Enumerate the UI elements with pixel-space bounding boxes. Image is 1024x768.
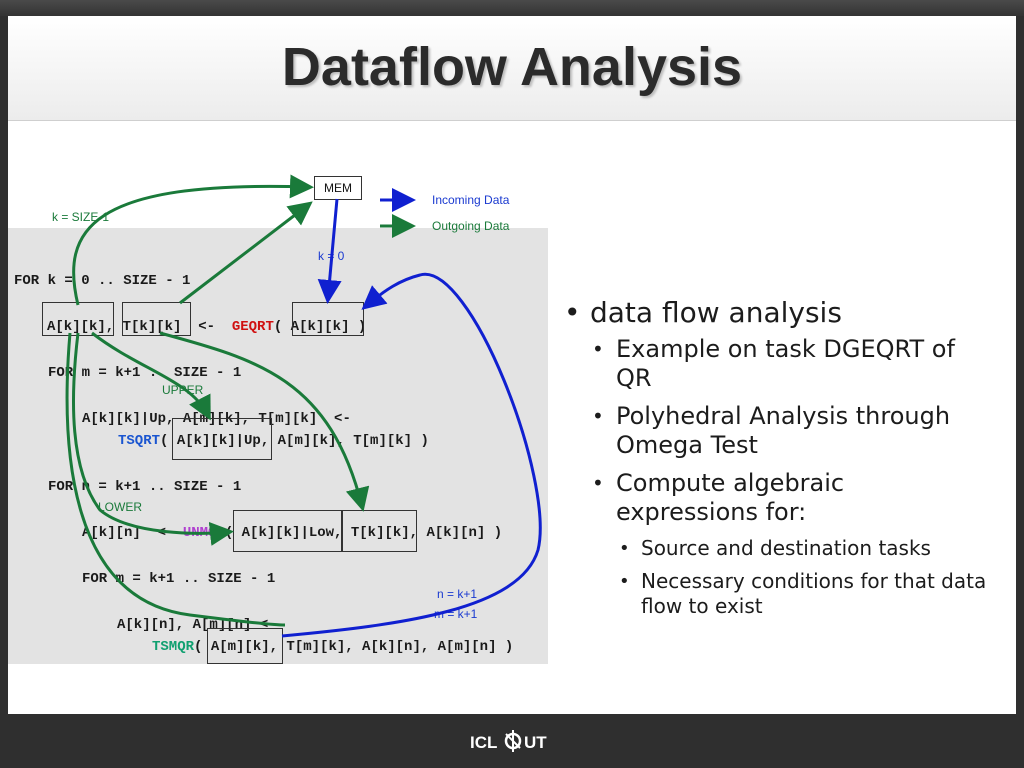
bullet-dot: • bbox=[619, 538, 630, 559]
bullet-list: • data flow analysis • Example on task DGE… bbox=[560, 296, 990, 627]
bullet-level2-3: • Compute algebraic expressions for: bbox=[560, 469, 990, 527]
code-panel bbox=[8, 228, 548, 664]
svg-text:ICL: ICL bbox=[470, 733, 497, 752]
bullet-dot: • bbox=[564, 296, 581, 329]
arrow-lower bbox=[71, 332, 234, 546]
arrow-tkk-to-mem bbox=[179, 201, 313, 305]
arrow-tsmqr-to-geqrt bbox=[281, 273, 542, 638]
arrow-tkk-to-unmqr bbox=[159, 331, 370, 512]
bullet-dot: • bbox=[592, 404, 604, 428]
bullet-level3-2: • Necessary conditions for that data flow… bbox=[560, 569, 990, 619]
box-akk-up bbox=[172, 418, 272, 460]
bullet-level1: • data flow analysis bbox=[560, 296, 990, 329]
tsqrt-function: TSQRT bbox=[118, 433, 161, 449]
code-line-2-right: ( A[k][k] ) bbox=[273, 319, 367, 335]
bullet-level2-text: Example on task DGEQRT of QR bbox=[616, 335, 955, 392]
mem-box: MEM bbox=[314, 176, 362, 200]
label-k-size: k = SIZE-1 bbox=[52, 210, 110, 224]
bullet-level2-2: • Polyhedral Analysis through Omega Test bbox=[560, 402, 990, 460]
code-line-8: FOR m = k+1 .. SIZE - 1 bbox=[82, 571, 276, 587]
code-line-5-args: ( A[k][k]|Up, A[m][k], T[m][k] ) bbox=[160, 433, 429, 449]
code-line-6: FOR n = k+1 .. SIZE - 1 bbox=[48, 479, 242, 495]
code-line-1: FOR k = 0 .. SIZE - 1 bbox=[14, 273, 191, 289]
title-bar: Dataflow Analysis bbox=[8, 16, 1016, 121]
code-line-2: A[k][k], T[k][k] <- GEQRT( A[k][k] ) bbox=[47, 319, 366, 335]
arrow-upper bbox=[91, 331, 211, 421]
bullet-dot: • bbox=[592, 337, 604, 361]
bullet-level3-text: Necessary conditions for that data flow … bbox=[641, 569, 987, 618]
icl-ut-logo: ICL UT bbox=[470, 730, 547, 752]
box-tkk-in bbox=[341, 510, 417, 552]
bullet-level2-text: Compute algebraic expressions for: bbox=[616, 469, 845, 526]
code-line-10: TSMQR( A[m][k], T[m][k], A[k][n], A[m][n… bbox=[152, 639, 513, 655]
legend-incoming-label: Incoming Data bbox=[432, 193, 510, 207]
slide-title: Dataflow Analysis bbox=[281, 37, 743, 97]
code-line-10-args: ( A[m][k], T[m][k], A[k][n], A[m][n] ) bbox=[194, 639, 514, 655]
bullet-level2-text: Polyhedral Analysis through Omega Test bbox=[616, 402, 951, 459]
bullet-level2-1: • Example on task DGEQRT of QR bbox=[560, 335, 990, 393]
tsmqr-function: TSMQR bbox=[152, 639, 195, 655]
code-line-2-left: A[k][k], T[k][k] <- bbox=[47, 319, 232, 335]
box-tkk-out bbox=[122, 302, 191, 336]
bullet-level3-text: Source and destination tasks bbox=[641, 536, 931, 560]
label-lower: LOWER bbox=[98, 500, 143, 514]
box-amk-in bbox=[207, 628, 283, 664]
geqrt-function: GEQRT bbox=[231, 319, 274, 335]
arrow-to-tsmqr bbox=[65, 332, 286, 627]
arrow-mem-to-geqrt bbox=[317, 198, 342, 304]
arrow-akk-to-mem bbox=[72, 174, 314, 306]
label-upper: UPPER bbox=[162, 383, 204, 397]
legend-outgoing-label: Outgoing Data bbox=[432, 219, 510, 233]
svg-text:UT: UT bbox=[524, 733, 547, 752]
bullet-dot: • bbox=[619, 571, 630, 592]
label-m-k1: m = k+1 bbox=[434, 607, 478, 621]
label-n-k1: n = k+1 bbox=[437, 587, 478, 601]
bullet-level3-1: • Source and destination tasks bbox=[560, 536, 990, 561]
top-band bbox=[0, 0, 1024, 16]
bullet-dot: • bbox=[592, 471, 604, 495]
code-line-5: TSQRT( A[k][k]|Up, A[m][k], T[m][k] ) bbox=[118, 433, 429, 449]
bullet-level1-text: data flow analysis bbox=[590, 296, 842, 329]
